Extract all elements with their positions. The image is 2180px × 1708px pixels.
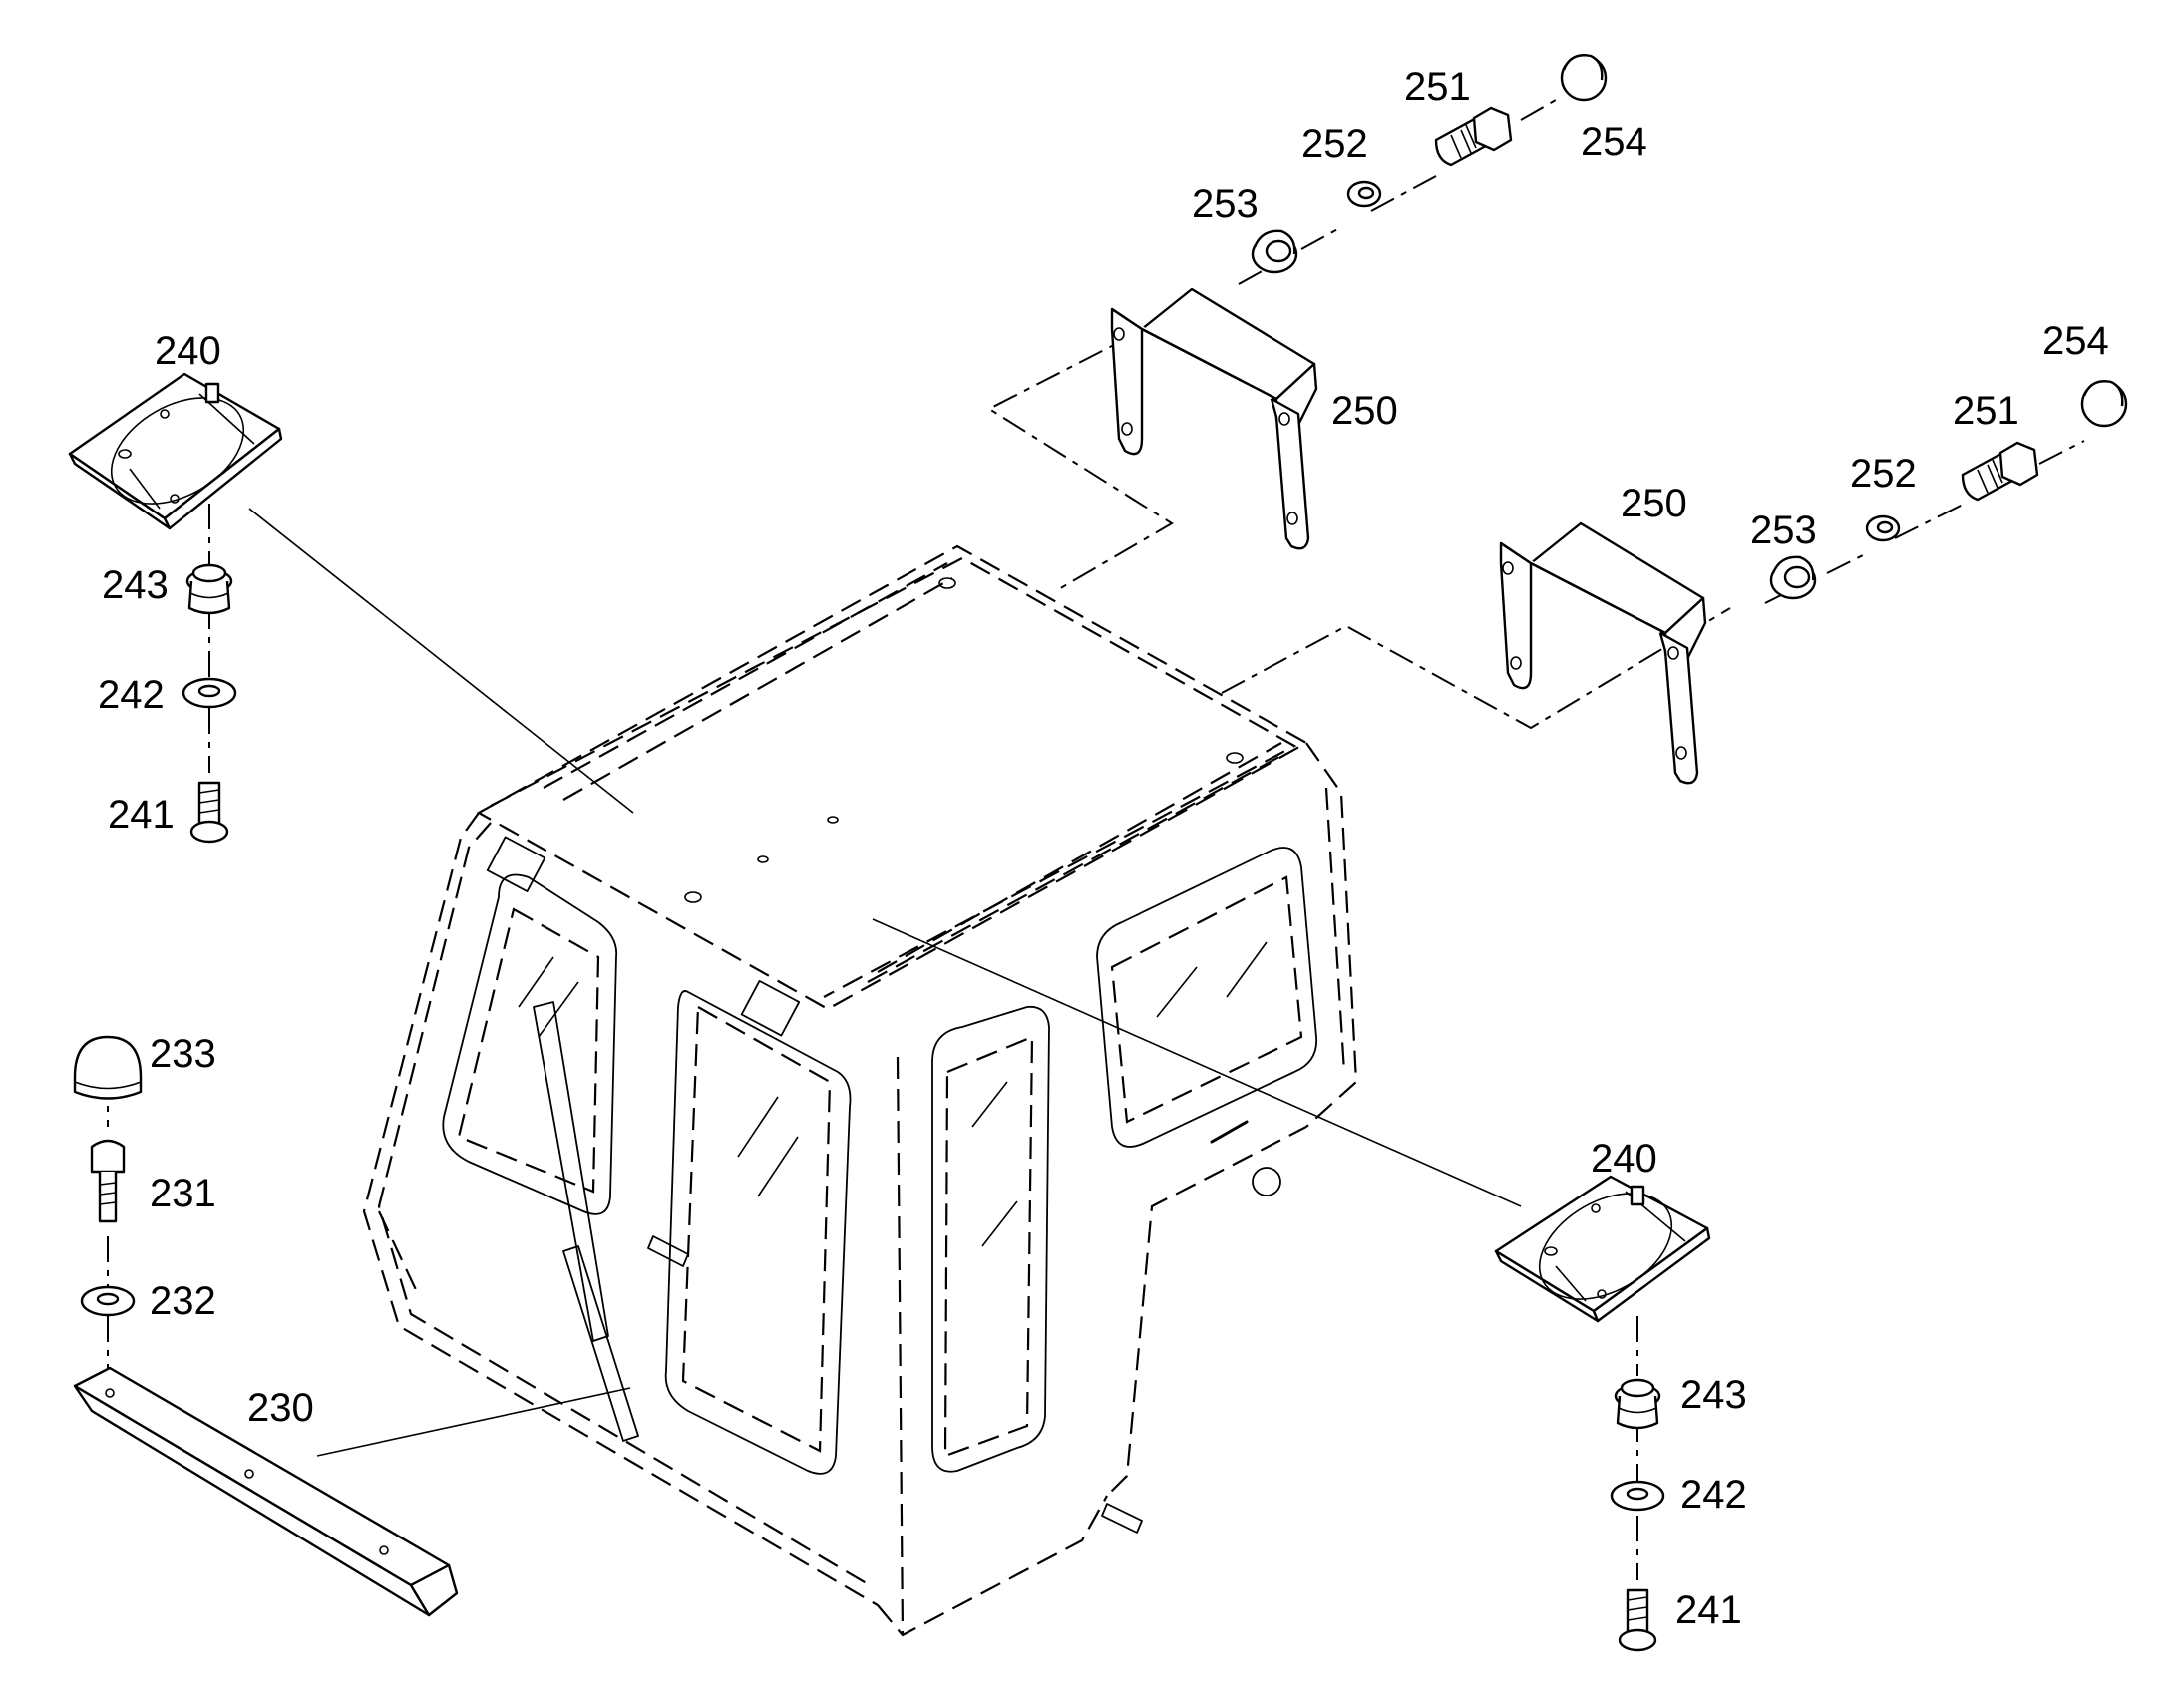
washer-252-lower xyxy=(1865,514,1901,542)
label-242-right: 242 xyxy=(1680,1473,1747,1517)
bolt-231 xyxy=(90,1139,126,1223)
label-243-right: 243 xyxy=(1680,1373,1747,1417)
leader-lines xyxy=(248,508,1522,1457)
washer-252-upper xyxy=(1346,180,1382,208)
label-240-left: 240 xyxy=(155,329,221,373)
label-240-right: 240 xyxy=(1591,1137,1657,1181)
label-241-right: 241 xyxy=(1675,1588,1742,1632)
label-253-lower: 253 xyxy=(1750,509,1817,552)
cap-254-upper xyxy=(1560,54,1608,102)
bracket-250-upper xyxy=(1110,287,1318,550)
washer-232 xyxy=(80,1285,136,1317)
bracket-250-lower xyxy=(1499,521,1707,785)
label-252-upper: 252 xyxy=(1301,122,1368,166)
rubber-mount-253-lower xyxy=(1769,555,1817,600)
bolt-251-upper xyxy=(1434,106,1513,167)
bolt-241-right xyxy=(1618,1588,1657,1652)
angle-bar-230 xyxy=(73,1366,459,1617)
label-233: 233 xyxy=(150,1032,216,1076)
cap-233 xyxy=(73,1035,143,1100)
cab-body xyxy=(362,544,1358,1637)
label-230: 230 xyxy=(247,1386,314,1430)
label-242-left: 242 xyxy=(98,673,165,717)
label-251-upper: 251 xyxy=(1404,65,1471,109)
label-231: 231 xyxy=(150,1172,216,1215)
label-254-lower: 254 xyxy=(2042,319,2109,363)
washer-242-right xyxy=(1610,1480,1665,1512)
label-250-lower: 250 xyxy=(1621,482,1687,525)
bolt-251-lower xyxy=(1961,441,2039,502)
label-252-lower: 252 xyxy=(1850,452,1917,496)
label-250-upper: 250 xyxy=(1331,389,1398,433)
label-243-left: 243 xyxy=(102,563,169,607)
label-254-upper: 254 xyxy=(1581,120,1647,164)
label-253-upper: 253 xyxy=(1192,182,1259,226)
rubber-mount-243-left xyxy=(185,563,233,615)
rubber-mount-243-right xyxy=(1614,1378,1661,1430)
label-251-lower: 251 xyxy=(1953,389,2019,433)
label-232: 232 xyxy=(150,1279,216,1323)
washer-242-left xyxy=(182,677,237,709)
bracket-plate-240-right xyxy=(1494,1175,1711,1323)
bolt-241-left xyxy=(189,781,229,844)
cap-254-lower xyxy=(2080,380,2128,428)
part-labels: 240 243 242 241 233 231 232 230 251 254 … xyxy=(98,65,2109,1632)
rubber-mount-253-upper xyxy=(1251,229,1298,274)
label-241-left: 241 xyxy=(108,793,175,837)
assembly-lines xyxy=(107,99,2085,1580)
bracket-plate-240-left xyxy=(68,372,283,530)
